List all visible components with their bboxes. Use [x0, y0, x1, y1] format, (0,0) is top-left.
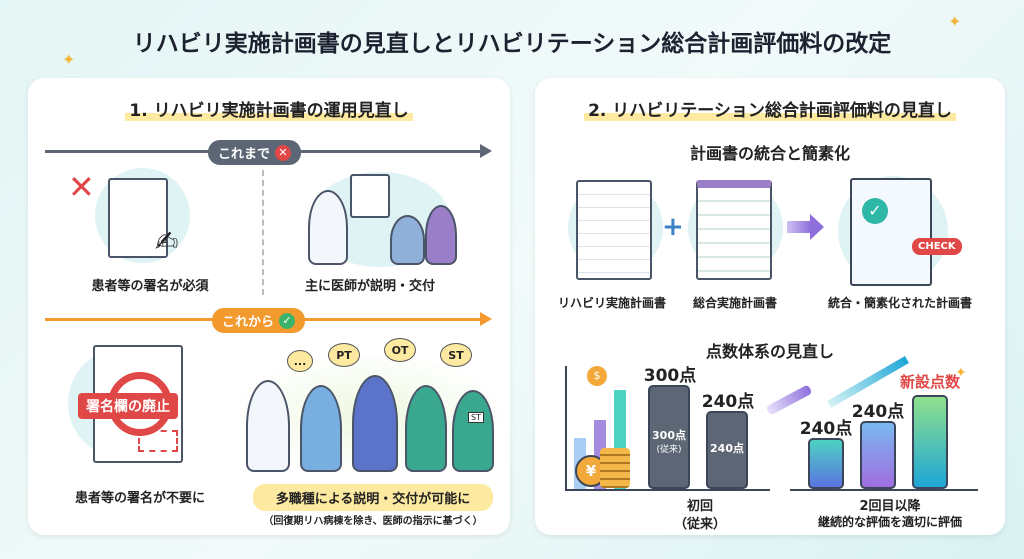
check-badge: CHECK: [912, 238, 962, 255]
arrow-icon: [787, 221, 811, 233]
x-axis-first: [565, 489, 770, 491]
after-pill: これから✓: [212, 308, 306, 333]
sparkle-icon: ✦: [62, 50, 76, 69]
before-pill: これまで✕: [208, 140, 302, 165]
score-bar-top-label: 240点: [851, 402, 905, 422]
score-bar: [808, 438, 844, 489]
before-item-doctor: 主に医師が説明・交付: [304, 279, 435, 294]
st-badge: ST: [468, 412, 484, 423]
x-mark-icon: ✕: [68, 168, 95, 206]
score-bar-top-label: 240点: [701, 392, 755, 412]
score-bar-inner-label: 300点: [652, 429, 686, 442]
document-icon: [108, 178, 168, 258]
stamp-signature-abolished: 署名欄の廃止: [78, 393, 178, 419]
st-staff-icon: [405, 385, 447, 472]
arrow-head: [480, 144, 492, 158]
score-bar-top-label: 240点: [799, 419, 853, 439]
arrow-head: [480, 312, 492, 326]
left-heading: 1. リハビリ実施計画書の運用見直し: [28, 96, 510, 121]
pt-bubble: PT: [328, 343, 360, 367]
coin-icon: $: [587, 366, 607, 386]
doc-label-rehab: リハビリ実施計画書: [557, 296, 666, 310]
before-item-signature: 患者等の署名が必須: [91, 279, 209, 294]
signature-box: [138, 430, 178, 452]
sparkle-icon: ✦: [955, 365, 967, 381]
right-heading: 2. リハビリテーション総合計画評価料の見直し: [535, 96, 1005, 121]
later-group-label: 2回目以降: [859, 499, 921, 514]
integrated-plan-clipboard-icon: [850, 178, 932, 286]
pt-staff-icon: [300, 385, 342, 472]
st-bubble: ST: [440, 343, 472, 367]
score-bar-inner-sub: (従来): [656, 445, 682, 455]
score-bar: [706, 411, 748, 489]
doc-label-integrated: 統合・簡素化された計画書: [827, 296, 972, 310]
ot-staff-icon: [352, 375, 398, 472]
patient-icon: [390, 215, 425, 265]
coin-stack-icon: [600, 448, 630, 488]
page-title: リハビリ実施計画書の見直しとリハビリテーション総合計画評価料の改定: [132, 31, 892, 57]
arrow-head: [810, 214, 824, 240]
speech-bubble: ...: [287, 350, 313, 372]
doc-label-comprehensive: 総合実施計画書: [692, 296, 777, 310]
after-item-signature: 患者等の署名が不要に: [74, 491, 205, 506]
check-icon: ✓: [862, 198, 888, 224]
merge-heading: 計画書の統合と簡素化: [689, 144, 850, 163]
check-icon: ✓: [279, 312, 296, 329]
score-bar-inner-label: 240点: [710, 442, 744, 455]
scoring-heading: 点数体系の見直し: [705, 342, 834, 361]
after-item-multidisciplinary: 多職種による説明・交付が可能に: [253, 484, 493, 511]
doctor-icon: [246, 380, 290, 472]
staff-icon: [452, 390, 494, 472]
ot-bubble: OT: [384, 338, 416, 362]
first-group-sub: （従来）: [673, 517, 726, 532]
document-icon: [350, 174, 390, 218]
plus-icon: +: [662, 212, 684, 242]
after-note: （回復期リハ病棟を除き、医師の指示に基づく）: [263, 516, 483, 527]
family-icon: [425, 205, 457, 265]
first-group-label: 初回: [686, 499, 713, 514]
x-axis-later: [790, 489, 978, 491]
divider: [262, 170, 264, 295]
score-bar-top-label: 300点: [643, 366, 697, 386]
score-bar: [912, 395, 948, 489]
x-icon: ✕: [275, 144, 292, 161]
sparkle-icon: ✦: [948, 12, 962, 31]
doctor-icon: [308, 190, 348, 265]
pen-hand-icon: ✍: [155, 225, 179, 258]
score-bar: [860, 421, 896, 489]
rehab-plan-doc-icon: [576, 180, 652, 280]
y-axis: [565, 366, 567, 490]
comprehensive-plan-doc-icon: [696, 180, 772, 280]
new-score-label: 新設点数: [899, 373, 960, 391]
score-bar: [648, 385, 690, 489]
later-group-sub: 継続的な評価を適切に評価: [817, 515, 962, 529]
